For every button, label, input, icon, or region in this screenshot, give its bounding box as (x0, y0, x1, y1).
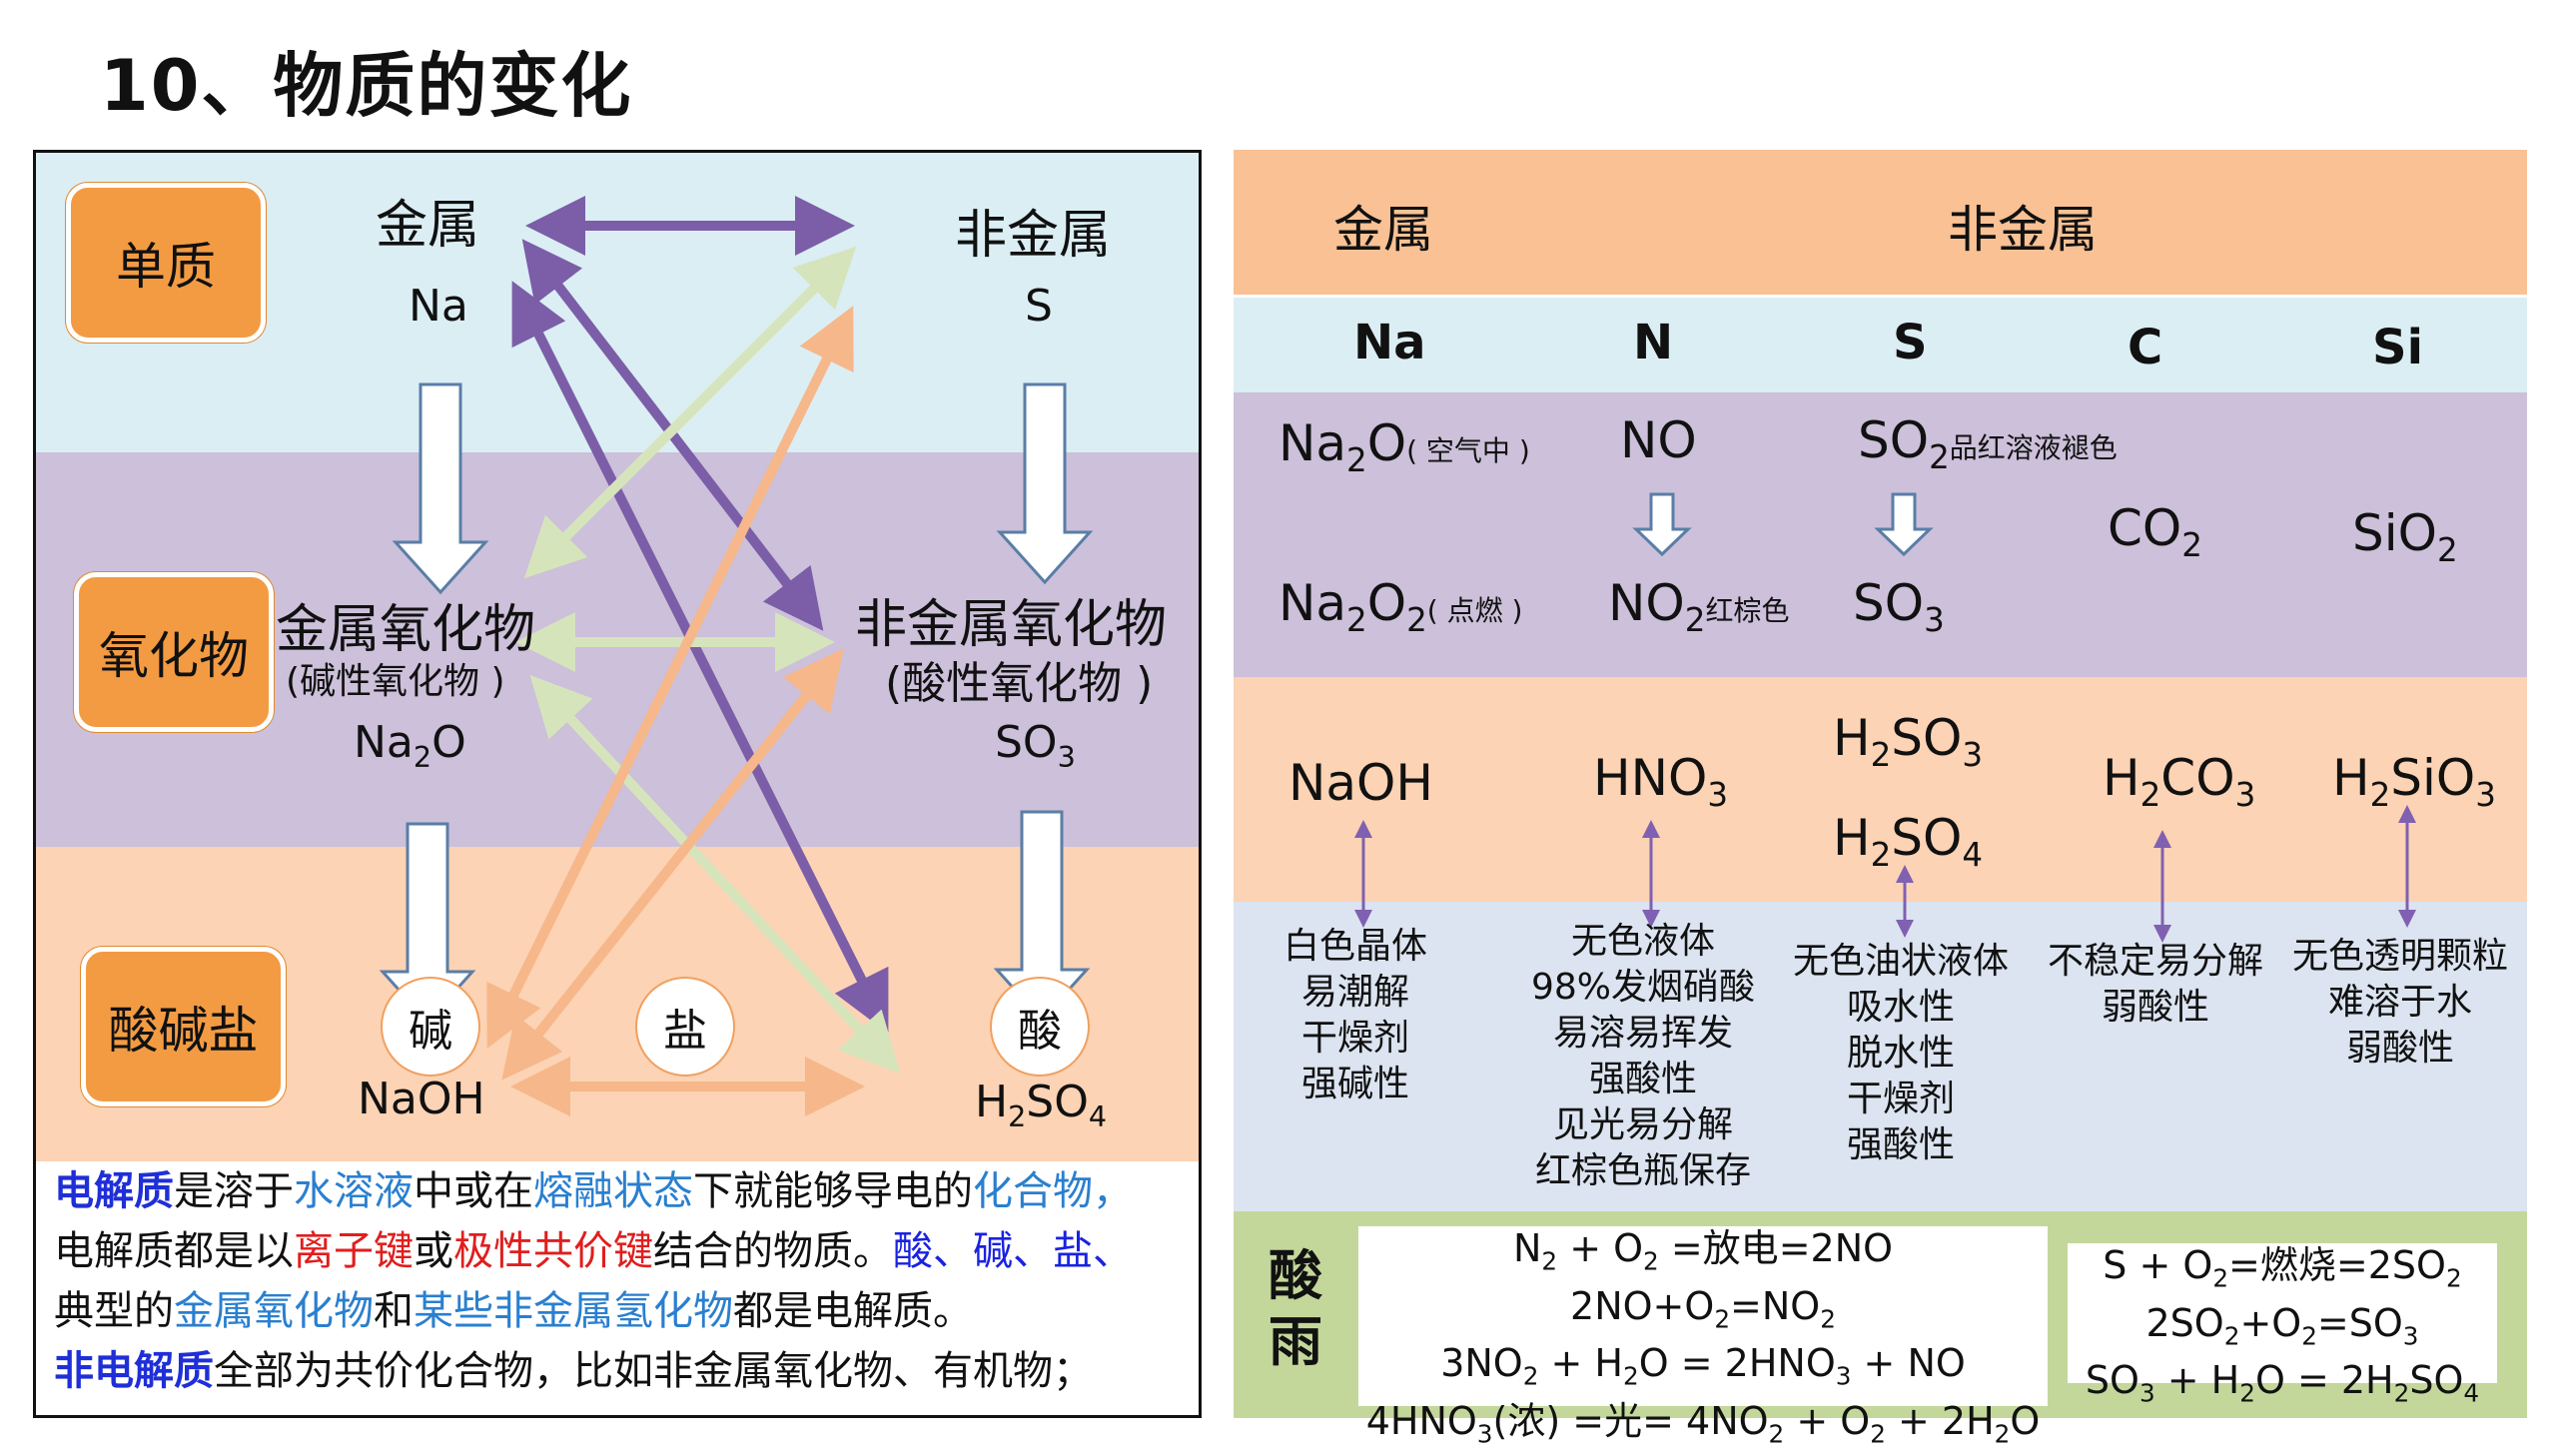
circle-base: 碱 (381, 977, 480, 1077)
sulfur-equations: S + O2=燃烧=2SO2 2SO2+O2=SO3 SO3 + H2O = 2… (2068, 1243, 2497, 1408)
label-metal-oxide: 金属氧化物 (276, 600, 536, 660)
acid-h2sio3: H2SiO3 (2332, 749, 2496, 814)
label-metal: 金属 (376, 196, 480, 256)
oxide-no: NO (1620, 411, 1697, 469)
electrolyte-note-band (36, 1161, 1199, 1415)
header-band (1234, 150, 2527, 295)
acid-naoh: NaOH (1288, 754, 1433, 812)
circle-acid: 酸 (990, 977, 1090, 1077)
eq-so3-h2o: SO3 + H2O = 2H2SO4 (2085, 1358, 2480, 1408)
down-arrow-nonmetal-1 (996, 382, 1094, 585)
example-naoh: NaOH (358, 1074, 485, 1124)
eq-n2-o2: N2 + O2 =放电=2NO (1512, 1226, 1894, 1276)
eq-s-o2: S + O2=燃烧=2SO2 (2103, 1243, 2462, 1293)
right-arrow-layer (1354, 492, 2416, 943)
element-row (1234, 298, 2527, 392)
transformation-diagram: 单质 氧化物 酸碱盐 金属 Na 非金属 S 金属氧化物 (碱性氧化物 ) Na… (33, 150, 1202, 1418)
arrow-nonmetal-metal-oxide (523, 246, 857, 579)
label-basic-oxide: (碱性氧化物 ) (286, 661, 505, 702)
page-title: 10、物质的变化 (100, 45, 633, 127)
note-line-4: 非电解质全部为共价化合物，比如非金属氧化物、有机物； (54, 1348, 1093, 1394)
arrow-no-no2 (1632, 492, 1692, 557)
electrolyte-note: 电解质是溶于水溶液中或在熔融状态下就能够导电的化合物， 电解质都是以离子键或极性… (54, 1161, 1199, 1401)
acid-row (1234, 677, 2527, 902)
oxide-row (1234, 392, 2527, 677)
element-na: Na (1353, 315, 1426, 370)
arrow-so2-so3 (1874, 492, 1934, 557)
example-s: S (1025, 281, 1053, 332)
acid-hno3: HNO3 (1593, 749, 1729, 814)
oxide-na2o2: Na2O2( 点燃 ) (1278, 574, 1523, 639)
element-s: S (1893, 315, 1928, 370)
note-line-1: 电解质是溶于水溶液中或在熔融状态下就能够导电的化合物， (54, 1168, 1133, 1214)
arrow-metal-acid (511, 281, 889, 1034)
element-si: Si (2372, 320, 2424, 375)
nitrogen-equations: N2 + O2 =放电=2NO 2NO+O2=NO2 3NO2 + H2O = … (1358, 1226, 2048, 1448)
example-so3: SO3 (995, 717, 1076, 774)
label-nonmetal-oxide: 非金属氧化物 (855, 595, 1168, 655)
oxide-co2: CO2 (2108, 499, 2202, 564)
arrow-nonmetal-oxide-base (501, 648, 844, 1081)
element-table: 金属 非金属 Na N S C Si Na2O( 空气中 ) Na2O2( 点燃… (1234, 150, 2527, 1448)
circle-salt: 盐 (635, 977, 735, 1077)
example-h2so4: H2SO4 (975, 1077, 1108, 1133)
oxide-so3: SO3 (1853, 574, 1945, 639)
props-na: 白色晶体易潮解干燥剂强碱性 (1283, 926, 1428, 1104)
note-line-2: 电解质都是以离子键或极性共价键结合的物质。酸、碱、盐、 (54, 1228, 1133, 1274)
category-elements: 单质 (66, 183, 266, 343)
acid-h2so4: H2SO4 (1833, 809, 1984, 874)
label-nonmetal: 非金属 (955, 206, 1112, 266)
head-nonmetal: 非金属 (1948, 201, 2098, 259)
element-n: N (1633, 315, 1674, 370)
arrow-layer (379, 196, 1094, 1116)
head-metal: 金属 (1333, 201, 1433, 259)
element-c: C (2128, 320, 2163, 375)
example-na2o: Na2O (354, 717, 466, 774)
acid-rain-label: 酸雨 (1269, 1244, 1322, 1373)
category-oxides: 氧化物 (74, 572, 274, 732)
acid-h2so3: H2SO3 (1833, 709, 1984, 774)
example-na: Na (409, 281, 468, 332)
label-acidic-oxide: (酸性氧化物 ) (885, 658, 1154, 709)
eq-so2-o2: 2SO2+O2=SO3 (2145, 1300, 2419, 1351)
eq-hno3-decomp: 4HNO3(浓) =光= 4NO2 + O2 + 2H2O (1365, 1398, 2041, 1449)
oxide-no2: NO2红棕色 (1608, 574, 1790, 639)
oxide-sio2: SiO2 (2352, 504, 2458, 569)
oxide-na2o: Na2O( 空气中 ) (1278, 414, 1530, 479)
eq-no-o2: 2NO+O2=NO2 (1570, 1283, 1836, 1334)
props-c: 不稳定易分解弱酸性 (2048, 941, 2264, 1028)
oxide-so2: SO2品红溶液褪色 (1858, 411, 2118, 476)
eq-no2-h2o: 3NO2 + H2O = 2HNO3 + NO (1440, 1341, 1966, 1391)
category-acid-base-salt: 酸碱盐 (81, 947, 286, 1106)
acid-h2co3: H2CO3 (2103, 749, 2256, 814)
down-arrow-metal-1 (392, 382, 489, 595)
props-si: 无色透明颗粒难溶于水弱酸性 (2292, 936, 2509, 1069)
props-s: 无色油状液体吸水性脱水性干燥剂强酸性 (1793, 941, 2010, 1165)
note-line-3: 典型的金属氧化物和某些非金属氢化物都是电解质。 (54, 1288, 973, 1334)
